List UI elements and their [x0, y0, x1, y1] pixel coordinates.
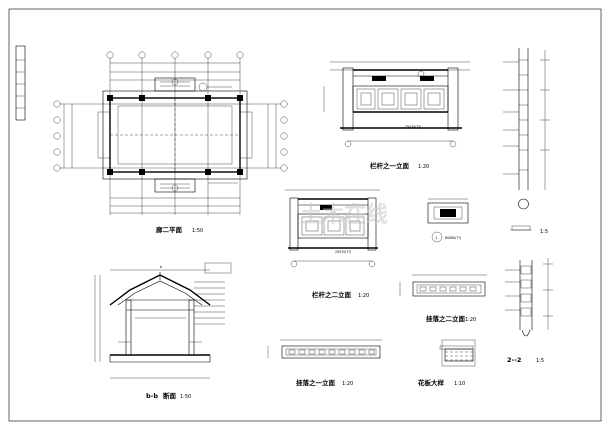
section-mark: b-b [146, 392, 158, 400]
sheet-border [8, 8, 602, 422]
section-drawing [94, 262, 232, 379]
flower-panel-drawing [439, 339, 476, 367]
section-title: 断面 [163, 391, 177, 400]
detail-marker-1-label: 1 [435, 236, 437, 240]
railing1-scale: 1:20 [418, 164, 429, 170]
railing2-title: 栏杆之二立面 [312, 290, 352, 299]
hang1-title: 挂落之一立面 [296, 378, 336, 387]
hang1-pattern [288, 349, 375, 355]
railing1-drawing [323, 61, 470, 148]
section-top-mark: b [160, 265, 162, 269]
hang1-drawing [267, 339, 382, 359]
post-note: 80X80(??) [445, 236, 461, 240]
hang1-scale: 1:20 [342, 381, 353, 387]
railing2-fretwork [301, 216, 365, 236]
railing2-note: 25X70(??) [335, 250, 351, 254]
detail-2-2-drawing [505, 258, 553, 337]
post-detail-drawing [503, 48, 550, 210]
title-strip [15, 45, 26, 121]
plan-title: 廊二平面 [156, 225, 183, 234]
railing-section-detail [427, 198, 469, 224]
section-scale: 1:50 [180, 394, 191, 400]
hang2-title: 挂落之二立面 [426, 314, 466, 323]
hang2-scale: 1:20 [465, 317, 476, 323]
plan-axis-left [53, 100, 288, 172]
railing1-fretwork [356, 88, 445, 110]
flower-scale: 1:10 [454, 381, 465, 387]
railing2-drawing [285, 189, 380, 268]
detail-marker-1 [431, 231, 443, 243]
plan-drawing [53, 51, 288, 215]
detail-2-2-title: 2--2 [507, 356, 521, 364]
plan-scale: 1:50 [192, 228, 203, 234]
hang2-drawing [399, 274, 487, 297]
railing1-note: 25X70(??) [405, 125, 421, 129]
title-strip-marks [16, 59, 25, 109]
small-detail-marker [510, 225, 532, 231]
railing2-scale: 1:20 [358, 293, 369, 299]
detail-2-2-scale: 1:5 [536, 358, 544, 364]
railing1-title: 栏杆之一立面 [370, 161, 410, 170]
flower-title: 花板大样 [418, 378, 445, 387]
small-detail-scale: 1:5 [540, 229, 548, 235]
watermark: 土木在线 [300, 202, 388, 228]
hang2-pattern [419, 286, 477, 292]
